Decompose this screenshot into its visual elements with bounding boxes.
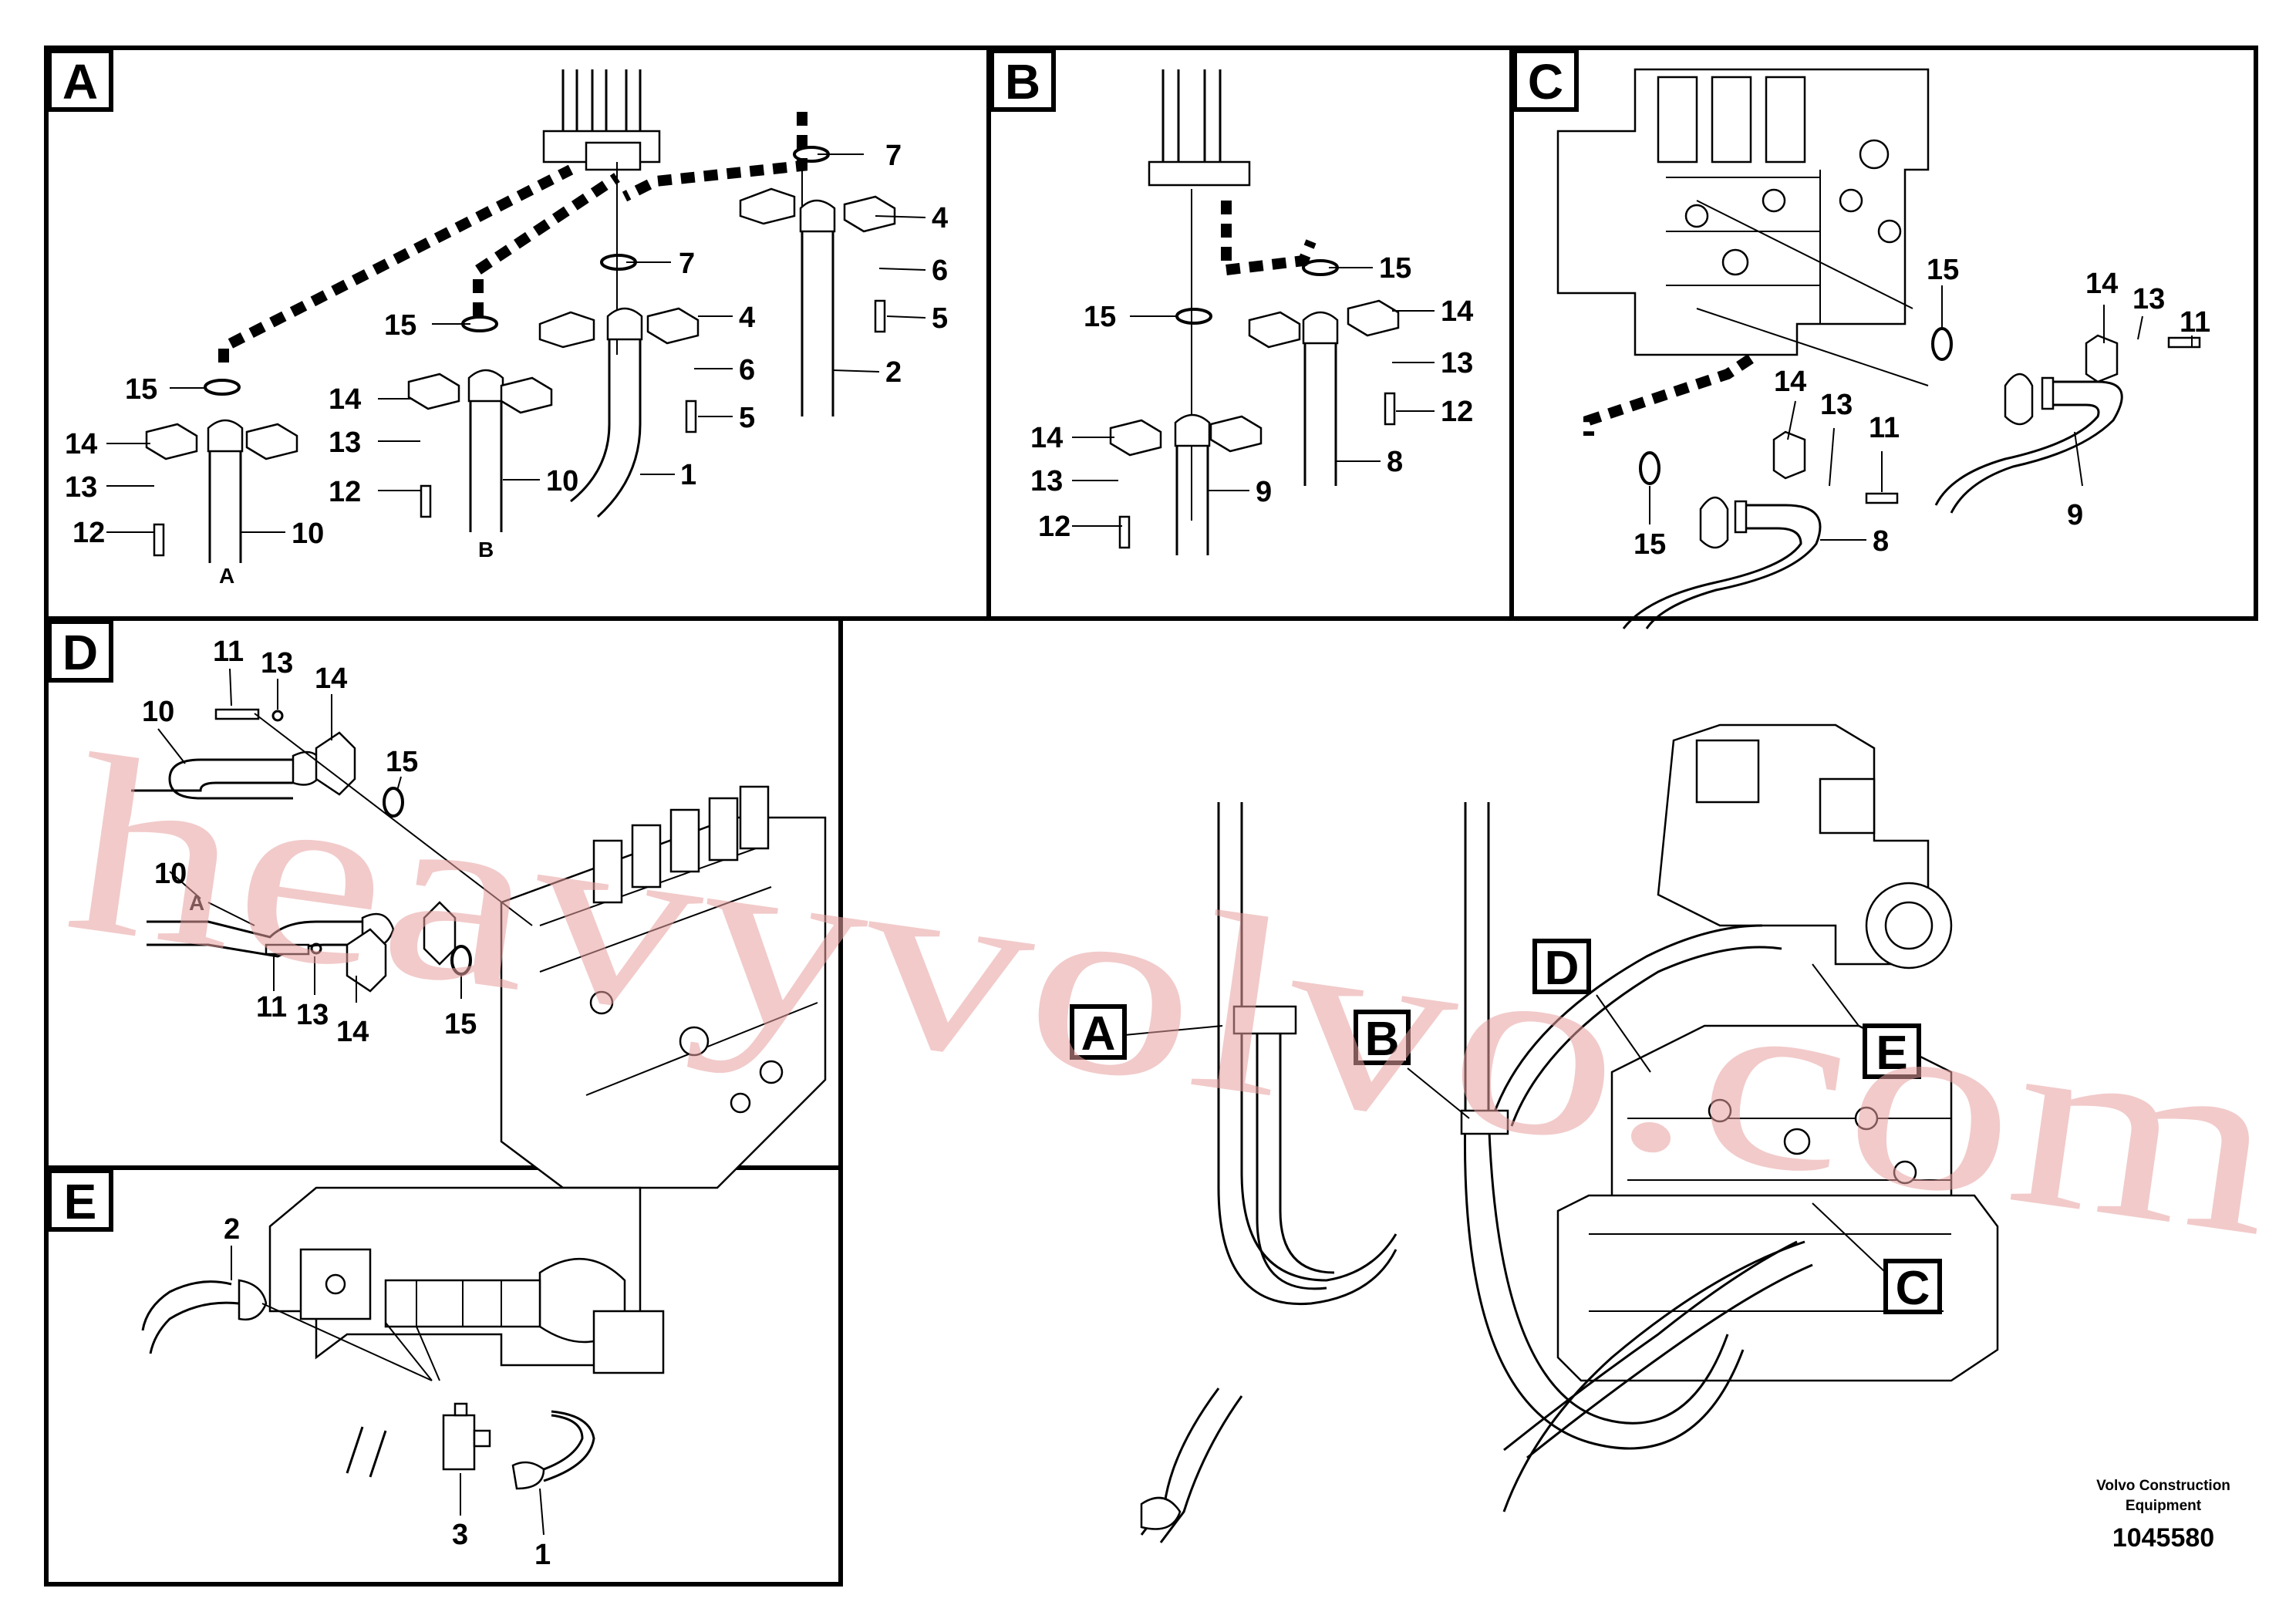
section-tag-d: D — [47, 619, 113, 683]
svg-text:2: 2 — [885, 356, 902, 389]
svg-text:11: 11 — [1869, 412, 1900, 444]
panel-a-drawing — [106, 69, 926, 563]
svg-text:15: 15 — [1379, 252, 1411, 285]
svg-text:15: 15 — [125, 373, 157, 406]
panel-frames — [44, 46, 2258, 1587]
svg-text:1: 1 — [680, 459, 696, 491]
overview-machine-drawing — [1124, 723, 1999, 1543]
svg-text:10: 10 — [142, 696, 174, 728]
svg-text:14: 14 — [1441, 295, 1473, 328]
svg-text:13: 13 — [1030, 465, 1063, 497]
svg-text:13: 13 — [2132, 283, 2165, 315]
svg-text:10: 10 — [154, 858, 187, 890]
panel-d-labels: 11 13 14 10 15 10 A 11 13 14 15 — [142, 636, 477, 1048]
svg-text:12: 12 — [1441, 396, 1473, 428]
svg-text:13: 13 — [65, 471, 97, 504]
footer: Volvo Construction Equipment 1045580 — [2096, 1478, 2230, 1553]
panel-a-labels: 7 4 6 5 2 7 4 6 5 1 15 14 13 12 10 B 15 … — [65, 140, 948, 588]
svg-text:5: 5 — [932, 302, 948, 335]
svg-text:4: 4 — [932, 202, 948, 234]
svg-text:7: 7 — [885, 140, 902, 172]
svg-text:8: 8 — [1387, 446, 1403, 478]
svg-text:D: D — [1545, 942, 1580, 995]
svg-text:13: 13 — [1441, 347, 1473, 379]
section-tag-b: B — [990, 49, 1056, 112]
svg-text:3: 3 — [452, 1519, 468, 1551]
svg-text:6: 6 — [932, 255, 948, 287]
svg-text:14: 14 — [1774, 366, 1806, 398]
panel-c-labels: 15 14 13 11 14 13 11 15 8 9 — [1633, 254, 2210, 561]
svg-text:11: 11 — [2180, 306, 2210, 339]
svg-text:12: 12 — [329, 476, 361, 508]
svg-text:Equipment: Equipment — [2126, 1498, 2202, 1514]
svg-text:15: 15 — [1084, 301, 1116, 333]
svg-text:Volvo Construction: Volvo Construction — [2096, 1478, 2230, 1494]
overview-callouts: A B D E C — [1070, 939, 1942, 1315]
section-tag-c: C — [1512, 49, 1579, 112]
panel-b-labels: 15 15 14 13 12 8 14 13 12 9 — [1030, 252, 1473, 543]
svg-text:C: C — [1896, 1262, 1930, 1315]
svg-text:14: 14 — [329, 383, 361, 416]
svg-text:15: 15 — [384, 309, 416, 342]
panel-b-drawing — [1072, 69, 1435, 555]
svg-text:2: 2 — [224, 1213, 240, 1246]
svg-text:B: B — [1005, 54, 1040, 110]
svg-text:14: 14 — [315, 663, 347, 695]
svg-text:4: 4 — [739, 302, 755, 334]
svg-text:A: A — [1081, 1007, 1116, 1061]
panel-c-drawing — [1556, 68, 2201, 629]
panel-e-drawing — [141, 1186, 665, 1536]
svg-text:13: 13 — [296, 999, 329, 1031]
svg-text:E: E — [64, 1174, 97, 1229]
svg-text:14: 14 — [65, 428, 97, 460]
panel-e-labels: 2 3 1 — [224, 1213, 551, 1571]
svg-text:1: 1 — [534, 1539, 551, 1571]
svg-text:14: 14 — [1030, 422, 1063, 454]
svg-text:1045580: 1045580 — [2112, 1523, 2214, 1553]
svg-text:14: 14 — [336, 1016, 369, 1048]
svg-text:B: B — [1365, 1013, 1400, 1066]
svg-text:7: 7 — [679, 248, 695, 280]
section-tag-e: E — [47, 1168, 113, 1232]
svg-text:15: 15 — [386, 746, 418, 778]
svg-text:B: B — [478, 538, 494, 561]
panel-d-drawing — [131, 668, 827, 1189]
svg-text:13: 13 — [1820, 389, 1853, 421]
svg-text:A: A — [62, 54, 98, 110]
section-tag-a: A — [47, 49, 113, 112]
svg-text:11: 11 — [213, 636, 244, 668]
svg-text:A: A — [189, 891, 204, 915]
svg-text:15: 15 — [444, 1008, 477, 1040]
svg-text:14: 14 — [2085, 268, 2118, 300]
svg-text:12: 12 — [72, 517, 105, 549]
svg-text:A: A — [219, 564, 234, 588]
svg-text:15: 15 — [1633, 528, 1666, 561]
svg-text:15: 15 — [1927, 254, 1959, 286]
svg-text:10: 10 — [292, 518, 324, 550]
svg-text:D: D — [62, 625, 98, 680]
svg-text:12: 12 — [1038, 511, 1070, 543]
svg-text:13: 13 — [261, 647, 293, 679]
svg-text:13: 13 — [329, 427, 361, 459]
svg-text:9: 9 — [2067, 499, 2083, 531]
svg-text:8: 8 — [1873, 525, 1889, 558]
svg-text:11: 11 — [256, 991, 287, 1023]
svg-text:10: 10 — [546, 465, 578, 497]
svg-text:5: 5 — [739, 402, 755, 434]
svg-text:9: 9 — [1256, 476, 1272, 508]
svg-text:E: E — [1876, 1027, 1907, 1080]
svg-text:6: 6 — [739, 354, 755, 386]
svg-text:C: C — [1528, 54, 1563, 110]
